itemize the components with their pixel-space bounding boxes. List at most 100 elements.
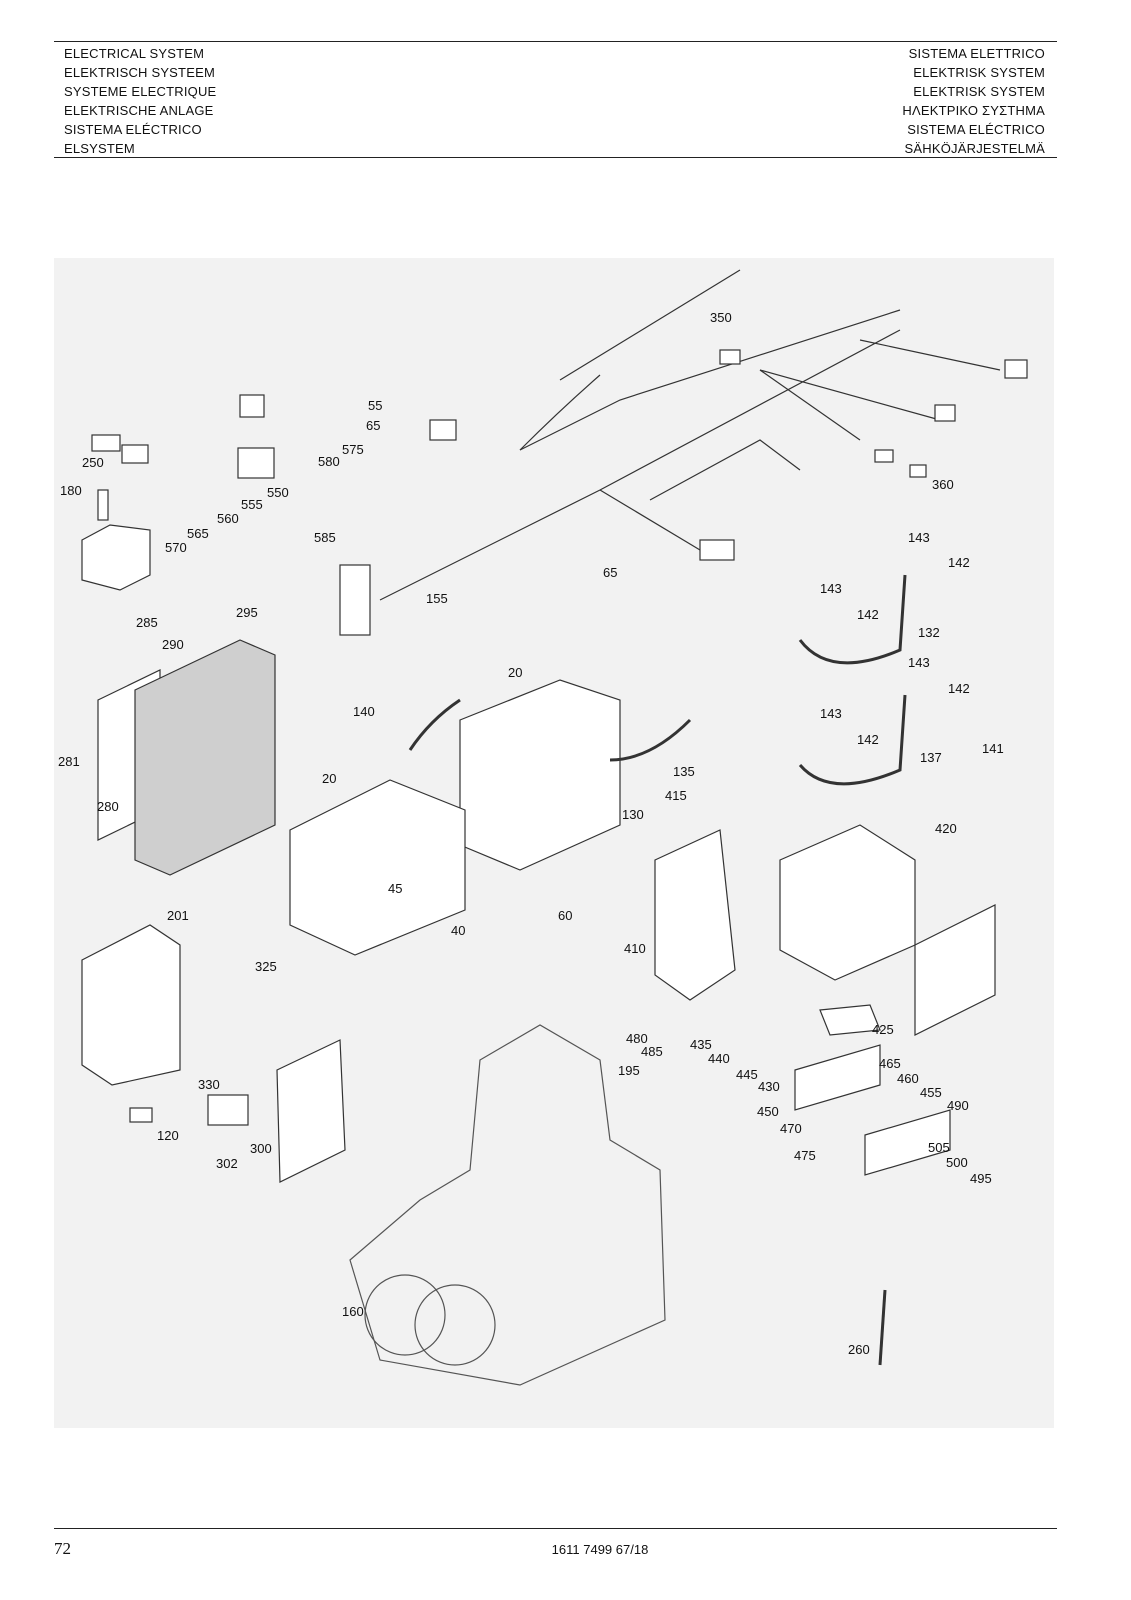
callout-label: 415 [665, 788, 687, 803]
callout-label: 505 [928, 1140, 950, 1155]
callout-label: 142 [948, 555, 970, 570]
callout-label: 143 [908, 655, 930, 670]
footer-rule [54, 1528, 1057, 1529]
page-number: 72 [54, 1539, 71, 1558]
header-titles-left: ELECTRICAL SYSTEM ELEKTRISCH SYSTEEM SYS… [64, 44, 216, 158]
callout-label: 135 [673, 764, 695, 779]
callout-label: 470 [780, 1121, 802, 1136]
callout-label: 195 [618, 1063, 640, 1078]
callout-label: 180 [60, 483, 82, 498]
wiring-harness [379, 269, 1001, 601]
callout-label: 143 [820, 581, 842, 596]
header-titles-right: SISTEMA ELETTRICO ELEKTRISK SYSTEM ELEKT… [902, 44, 1045, 158]
battery-cables [408, 574, 907, 1366]
header-title: ELEKTRISK SYSTEM [913, 84, 1045, 99]
callout-label: 565 [187, 526, 209, 541]
callout-label: 580 [318, 454, 340, 469]
callout-label: 137 [920, 750, 942, 765]
header-title: SISTEMA ELÉCTRICO [64, 122, 202, 137]
callout-label: 55 [368, 398, 382, 413]
callout-label: 440 [708, 1051, 730, 1066]
header-title: ELEKTRISK SYSTEM [913, 65, 1045, 80]
callout-label: 295 [236, 605, 258, 620]
control-unit [97, 639, 276, 876]
callout-label: 45 [388, 881, 402, 896]
callout-label: 490 [947, 1098, 969, 1113]
callout-label: 485 [641, 1044, 663, 1059]
callout-label: 141 [982, 741, 1004, 756]
callout-label: 280 [97, 799, 119, 814]
callout-label: 560 [217, 511, 239, 526]
header-title: SYSTEME ELECTRIQUE [64, 84, 217, 99]
callout-label: 455 [920, 1085, 942, 1100]
callout-label: 65 [366, 418, 380, 433]
callout-label: 475 [794, 1148, 816, 1163]
header-title: ELSYSTEM [64, 141, 135, 156]
callout-label: 142 [857, 732, 879, 747]
callout-label: 575 [342, 442, 364, 457]
callout-label: 281 [58, 754, 80, 769]
callout-label: 302 [216, 1156, 238, 1171]
header-title: SISTEMA ELETTRICO [908, 46, 1045, 61]
document-number: 1611 7499 67/18 [551, 1542, 649, 1557]
callout-label: 325 [255, 959, 277, 974]
callout-label: 132 [918, 625, 940, 640]
callout-label: 495 [970, 1171, 992, 1186]
callout-label: 465 [879, 1056, 901, 1071]
connectors [339, 349, 1028, 636]
header-title: ELEKTRISCH SYSTEEM [64, 65, 215, 80]
callout-label: 60 [558, 908, 572, 923]
junction-box [654, 824, 996, 1036]
callout-label: 285 [136, 615, 158, 630]
header-title: SÄHKÖJÄRJESTELMÄ [904, 141, 1045, 156]
callout-label: 130 [622, 807, 644, 822]
callout-label: 143 [820, 706, 842, 721]
callout-label: 430 [758, 1079, 780, 1094]
header-title: ELECTRICAL SYSTEM [64, 46, 205, 61]
sensors [81, 394, 275, 591]
callout-label: 550 [267, 485, 289, 500]
callout-label: 435 [690, 1037, 712, 1052]
callout-label: 445 [736, 1067, 758, 1082]
header-top-rule [54, 41, 1057, 42]
callout-label: 500 [946, 1155, 968, 1170]
callout-label: 300 [250, 1141, 272, 1156]
callout-label: 142 [857, 607, 879, 622]
callout-label: 250 [82, 455, 104, 470]
callout-label: 330 [198, 1077, 220, 1092]
callout-label: 410 [624, 941, 646, 956]
callout-label: 460 [897, 1071, 919, 1086]
callout-label: 350 [710, 310, 732, 325]
callout-label: 160 [342, 1304, 364, 1319]
callout-label: 480 [626, 1031, 648, 1046]
header-title: ΗΛΕΚΤΡΙΚΟ ΣΥΣΤΗΜΑ [902, 103, 1045, 118]
callout-label: 40 [451, 923, 465, 938]
header-title: SISTEMA ELÉCTRICO [907, 122, 1045, 137]
batteries [289, 679, 621, 956]
callout-label: 155 [426, 591, 448, 606]
callout-label: 425 [872, 1022, 894, 1037]
callout-label: 143 [908, 530, 930, 545]
callout-label: 65 [603, 565, 617, 580]
callout-label: 142 [948, 681, 970, 696]
callout-label: 555 [241, 497, 263, 512]
callout-label: 290 [162, 637, 184, 652]
callout-label: 570 [165, 540, 187, 555]
callout-label: 120 [157, 1128, 179, 1143]
callout-label: 201 [167, 908, 189, 923]
relay-box [81, 924, 346, 1183]
callout-label: 585 [314, 530, 336, 545]
callout-label: 450 [757, 1104, 779, 1119]
callout-label: 360 [932, 477, 954, 492]
callout-label: 20 [322, 771, 336, 786]
header-title: ELEKTRISCHE ANLAGE [64, 103, 214, 118]
callout-label: 420 [935, 821, 957, 836]
callout-label: 20 [508, 665, 522, 680]
callout-label: 140 [353, 704, 375, 719]
compressor-housing [349, 1024, 666, 1386]
terminal-blocks [794, 1044, 951, 1176]
header-bottom-rule [54, 157, 1057, 158]
